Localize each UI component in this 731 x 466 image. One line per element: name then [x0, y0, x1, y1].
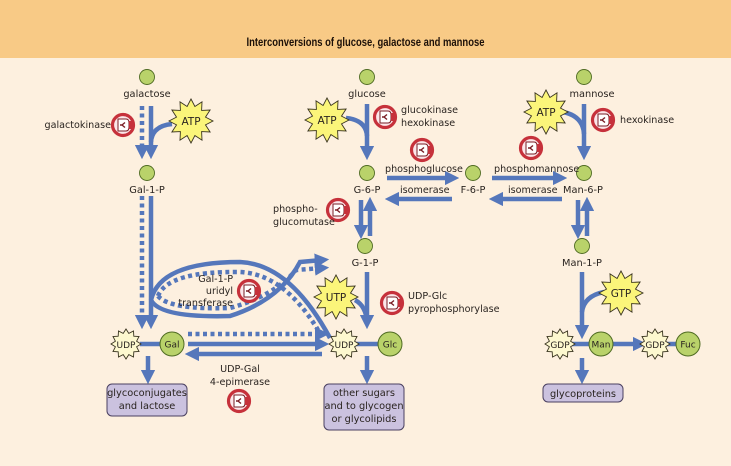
- gdp-fuc-label: GDP: [645, 341, 665, 351]
- sugar-label-fuc: Fuc: [680, 341, 695, 351]
- enzyme-icon-hexokinase: [590, 107, 616, 133]
- utp-label: UTP: [326, 292, 346, 304]
- enzyme-label-glucokinase: glucokinase: [401, 105, 458, 116]
- sugar-label-glc: Glc: [383, 341, 397, 351]
- gdp-man-label: GDP: [550, 341, 570, 351]
- enzyme-icon-glucokinase: [372, 104, 398, 130]
- enzyme-icon-udp-glc-pyrophosphorylase: [379, 290, 405, 316]
- udp-glc-star-icon: [328, 328, 360, 360]
- sugar-node-gal: [159, 331, 185, 357]
- enzyme-icon-uridyl-transferase: [236, 278, 262, 304]
- enzyme-label-phosphomannose: phosphomannose: [494, 164, 579, 175]
- enzyme-icon-phosphomannose-isomerase: [518, 135, 544, 161]
- udp-glc-label: UDP: [335, 341, 355, 351]
- product-box-other-sugars: [323, 383, 405, 431]
- arrows: [134, 104, 680, 385]
- metabolite-label-gal1p: Gal-1-P: [129, 185, 165, 196]
- product-label-other-sugars-3: or glycolipids: [332, 414, 397, 425]
- enzyme-label-hexokinase-mannose: hexokinase: [620, 115, 674, 126]
- gdp-man-star-icon: [544, 328, 576, 360]
- arrow-atp-galactose: [148, 121, 173, 143]
- metabolite-node-g6p: [359, 165, 375, 181]
- metabolite-label-mannose: mannose: [569, 89, 614, 100]
- sugar-label-gal: Gal: [165, 341, 180, 351]
- arrow-loop-solid: [148, 259, 332, 340]
- enzyme-label-4-epimerase: 4-epimerase: [210, 377, 270, 388]
- metabolite-node-f6p: [465, 165, 481, 181]
- gtp-label: GTP: [611, 288, 632, 300]
- enzyme-label-gal1p-uridyl-2: uridyl: [206, 286, 233, 297]
- arrow-atp-mannose: [562, 109, 587, 135]
- utp-star-icon: [313, 274, 359, 320]
- metabolite-label-g1p: G-1-P: [352, 258, 379, 269]
- product-label-glycoproteins: glycoproteins: [550, 389, 616, 400]
- header-banner: [0, 0, 731, 58]
- sugar-node-glc: [377, 331, 403, 357]
- product-label-other-sugars-1: other sugars: [333, 388, 395, 399]
- product-label-glycoconjugates-1: glycoconjugates: [107, 388, 187, 399]
- diagram-title: Interconversions of glucose, galactose a…: [246, 37, 485, 49]
- enzyme-label-phosphoglucose: phosphoglucose: [385, 164, 463, 175]
- metabolite-node-galactose: [139, 69, 155, 85]
- enzyme-label-isomerase-1: isomerase: [400, 185, 450, 196]
- arrow-utp: [353, 298, 370, 323]
- product-label-glycoconjugates-2: and lactose: [119, 401, 176, 412]
- enzyme-label-galactokinase: galactokinase: [44, 120, 111, 131]
- metabolite-node-man6p: [576, 165, 592, 181]
- metabolite-node-glucose: [359, 69, 375, 85]
- product-box-glycoconjugates: [106, 383, 188, 417]
- metabolite-label-man1p: Man-1-P: [562, 258, 602, 269]
- atp-mannose-star-icon: [523, 89, 569, 135]
- metabolite-label-glucose: glucose: [348, 89, 386, 100]
- enzyme-label-udp-gal: UDP-Gal: [220, 364, 260, 375]
- enzyme-label-gal1p-uridyl-3: transferase: [178, 298, 233, 309]
- arrow-atp-glucose: [345, 115, 370, 137]
- enzyme-label-pyrophosphorylase: pyrophosphorylase: [408, 304, 500, 315]
- product-box-glycoproteins: [542, 383, 624, 403]
- enzyme-label-isomerase-2: isomerase: [508, 185, 558, 196]
- enzyme-icon-udp-gal-epimerase: [226, 388, 252, 414]
- metabolite-label-g6p: G-6-P: [354, 185, 381, 196]
- arrow-loop-dotted-top: [156, 261, 330, 311]
- sugar-node-man: [588, 331, 614, 357]
- metabolite-label-f6p: F-6-P: [461, 185, 486, 196]
- sugar-node-fuc: [675, 331, 701, 357]
- udp-gal-star-icon: [110, 328, 142, 360]
- enzyme-label-gal1p-uridyl-1: Gal-1-P: [198, 274, 233, 285]
- atp-galactose-label: ATP: [181, 116, 200, 128]
- enzyme-label-hexokinase-glucose: hexokinase: [401, 118, 455, 129]
- arrow-gtp: [579, 289, 605, 313]
- metabolite-node-gal1p: [139, 165, 155, 181]
- arrow-loop-solid-top: [148, 253, 330, 319]
- metabolite-node-mannose: [576, 69, 592, 85]
- enzyme-label-phospho: phospho-: [273, 204, 318, 215]
- enzyme-label-udp-glc: UDP-Glc: [408, 291, 447, 302]
- atp-glucose-label: ATP: [317, 115, 336, 127]
- metabolite-node-g1p: [357, 238, 373, 254]
- enzyme-icon-galactokinase: [110, 112, 136, 138]
- metabolite-label-man6p: Man-6-P: [563, 185, 603, 196]
- sugar-label-man: Man: [592, 341, 611, 351]
- enzyme-label-glucomutase: glucomutase: [273, 217, 335, 228]
- arrow-loop-dotted: [155, 269, 320, 332]
- metabolite-node-man1p: [574, 238, 590, 254]
- atp-glucose-star-icon: [304, 97, 350, 143]
- udp-gal-label: UDP: [117, 341, 137, 351]
- metabolite-label-galactose: galactose: [123, 89, 170, 100]
- atp-mannose-label: ATP: [536, 107, 555, 119]
- enzyme-icon-phosphoglucose-isomerase: [409, 137, 435, 163]
- gtp-star-icon: [598, 270, 644, 316]
- product-label-other-sugars-2: and to glycogen: [324, 401, 403, 412]
- atp-galactose-star-icon: [168, 98, 214, 144]
- gdp-fuc-star-icon: [639, 328, 671, 360]
